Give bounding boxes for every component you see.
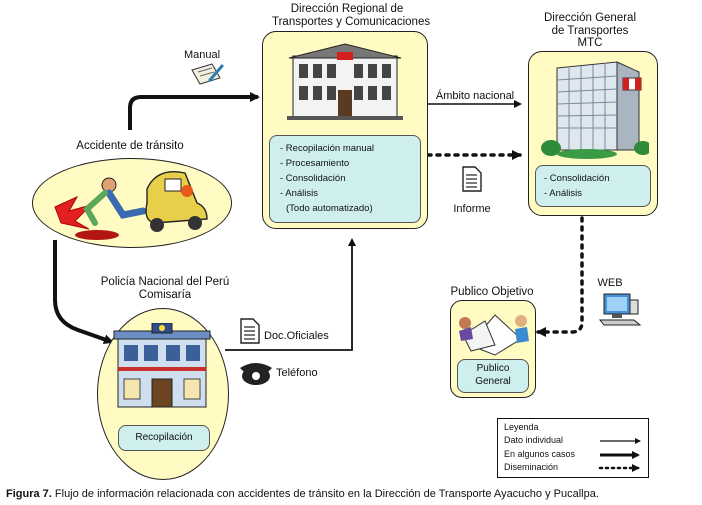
regional-title: Dirección Regional de Transportes y Comu… xyxy=(272,3,431,28)
ministry-building-icon xyxy=(541,61,649,159)
legend-row-dato: Dato individual xyxy=(504,435,564,445)
activity-item: - Recopilación manual xyxy=(280,143,374,154)
telefono-label: Teléfono xyxy=(276,367,318,379)
general-title: Dirección General de Transportes MTC xyxy=(543,12,637,49)
ambito-label: Ámbito nacional xyxy=(435,90,515,102)
legend-symbols xyxy=(598,438,641,472)
accident-icon xyxy=(54,171,208,240)
people-icon xyxy=(459,314,529,356)
activity-item: (Todo automatizado) xyxy=(286,203,373,214)
general-activities: - Consolidación - Análisis xyxy=(535,165,651,207)
arrow-accident-to-police xyxy=(53,240,114,345)
arrow-accident-to-regional xyxy=(128,92,260,130)
arrow-police-to-regional xyxy=(225,238,356,351)
phone-icon xyxy=(240,363,272,385)
web-label: WEB xyxy=(597,277,623,289)
arrow-general-to-public xyxy=(536,216,584,337)
police-title: Policía Nacional del Perú Comisaría xyxy=(100,276,230,301)
figure-caption: Figura 7. Flujo de información relaciona… xyxy=(6,488,599,500)
public-general: Publico General xyxy=(457,359,529,393)
building-icon xyxy=(287,43,403,120)
police-oval: Recopilación xyxy=(97,308,229,480)
police-station-icon xyxy=(113,323,211,408)
accident-title: Accidente de tránsito xyxy=(76,140,184,152)
handwritten-document-icon xyxy=(191,63,224,85)
document-icon xyxy=(462,166,482,192)
legend-row-algunos: En algunos casos xyxy=(504,449,576,459)
activity-item: - Análisis xyxy=(544,188,583,199)
web-computer-icon xyxy=(598,293,642,326)
doc-oficiales-label: Doc.Oficiales xyxy=(264,330,329,342)
activity-item: - Análisis xyxy=(280,188,319,199)
activity-item: - Consolidación xyxy=(544,173,610,184)
activity-item: - Consolidación xyxy=(280,173,346,184)
activity-item: - Procesamiento xyxy=(280,158,350,169)
public-panel: Publico General xyxy=(450,300,536,398)
legend-row-diseminacion: Diseminación xyxy=(504,462,559,472)
document-icon xyxy=(240,318,260,344)
caption-prefix: Figura 7. xyxy=(6,488,52,500)
manual-label: Manual xyxy=(183,49,221,61)
general-panel: - Consolidación - Análisis xyxy=(528,51,658,216)
accident-oval xyxy=(32,158,232,248)
legend: Leyenda Dato individual En algunos casos… xyxy=(497,418,649,478)
legend-title: Leyenda xyxy=(504,422,539,432)
informe-label: Informe xyxy=(453,203,491,215)
regional-activities: - Recopilación manual - Procesamiento - … xyxy=(269,135,421,223)
police-recopilacion: Recopilación xyxy=(118,425,210,451)
regional-panel: - Recopilación manual - Procesamiento - … xyxy=(262,31,428,229)
public-title: Publico Objetivo xyxy=(450,286,534,298)
caption-text: Flujo de información relacionada con acc… xyxy=(51,488,599,500)
